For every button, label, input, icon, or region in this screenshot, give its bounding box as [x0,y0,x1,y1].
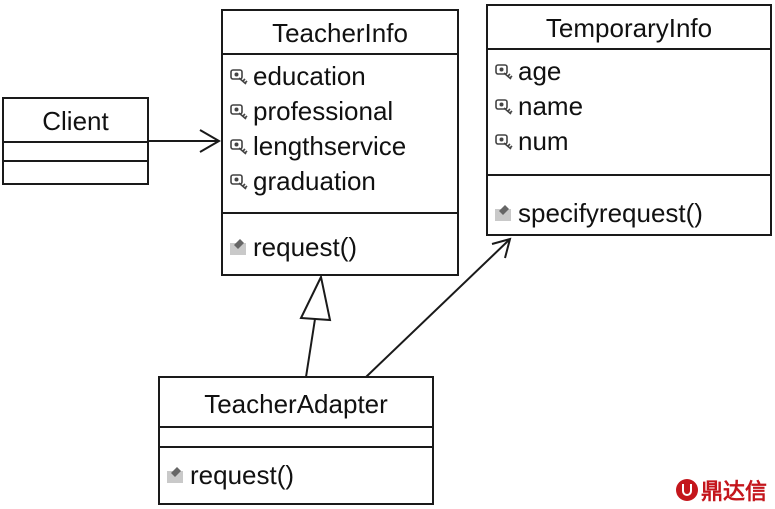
method-icon [229,237,251,259]
attribute: lengthservice [223,129,457,164]
watermark-logo: 鼎达信 [676,474,767,506]
adapter-temporaryinfo-association [365,239,510,378]
teacherinfo-operations: request() [223,214,457,265]
attribute-label: graduation [253,166,376,196]
teacherinfo-class: TeacherInfo education professional lengt… [221,9,459,276]
attribute-label: name [518,91,584,121]
operation: specifyrequest() [488,196,770,231]
class-name: Client [4,99,147,143]
key-field-icon [229,101,251,123]
method-icon [494,203,516,225]
operation: request() [160,458,432,493]
temporaryinfo-class: TemporaryInfo age name num specifyreques… [486,4,772,236]
attribute: age [488,54,770,89]
teacheradapter-operations: request() [160,448,432,493]
key-field-icon [494,61,516,83]
attribute: professional [223,94,457,129]
teacheradapter-class: TeacherAdapter request() [158,376,434,505]
operation-label: specifyrequest() [518,198,703,228]
attribute-label: num [518,126,569,156]
teacherinfo-attributes: education professional lengthservice gra… [223,55,457,214]
operation-label: request() [253,232,358,262]
logo-seal-icon [676,479,698,501]
attribute: name [488,89,770,124]
key-field-icon [229,66,251,88]
operation-label: request() [190,460,295,490]
key-field-icon [229,136,251,158]
temporaryinfo-operations: specifyrequest() [488,176,770,231]
temporaryinfo-attributes: age name num [488,50,770,176]
client-class: Client [2,97,149,185]
association-arrowhead [199,129,221,153]
attribute-label: lengthservice [253,131,407,161]
generalization-triangle [299,273,332,322]
attribute: education [223,59,457,94]
key-field-icon [229,171,251,193]
association-arrowhead [491,237,512,259]
teacheradapter-attributes [160,428,432,448]
class-name: TemporaryInfo [488,6,770,50]
key-field-icon [494,96,516,118]
attribute-label: education [253,61,366,91]
attribute-label: professional [253,96,394,126]
method-icon [166,465,188,487]
operation: request() [223,230,457,265]
attribute-label: age [518,56,562,86]
class-name: TeacherInfo [223,11,457,55]
client-attributes [4,143,147,162]
client-operations [4,162,147,181]
key-field-icon [494,131,516,153]
class-name: TeacherAdapter [160,378,432,428]
attribute: graduation [223,164,457,199]
watermark-text: 鼎达信 [701,480,768,505]
attribute: num [488,124,770,159]
generalization-line [305,318,316,378]
